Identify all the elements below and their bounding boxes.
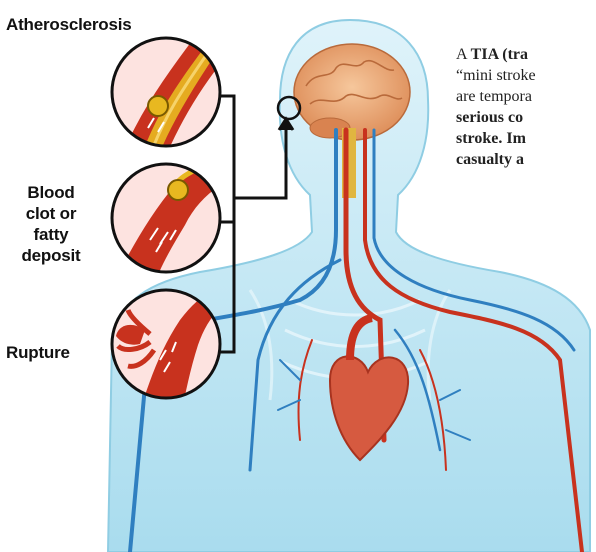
label-clot-line3: fatty: [12, 224, 90, 245]
fatty-deposit: [168, 180, 188, 200]
label-blood-clot: Blood clot or fatty deposit: [12, 182, 90, 266]
label-clot-line2: clot or: [12, 203, 90, 224]
desc-line5: stroke. Im: [456, 128, 596, 149]
desc-line1: A TIA (tra: [456, 44, 596, 65]
inset-atherosclerosis: [112, 30, 240, 170]
label-rupture: Rupture: [6, 342, 70, 363]
description-text: A TIA (tra “mini stroke are tempora seri…: [456, 44, 596, 170]
label-atherosclerosis: Atherosclerosis: [6, 14, 132, 35]
label-clot-line4: deposit: [12, 245, 90, 266]
plaque-clot: [148, 96, 168, 116]
desc-line2: “mini stroke: [456, 65, 596, 86]
desc-line4: serious co: [456, 107, 596, 128]
label-clot-line1: Blood: [12, 182, 90, 203]
desc-line3: are tempora: [456, 86, 596, 107]
desc-line6: casualty a: [456, 149, 596, 170]
